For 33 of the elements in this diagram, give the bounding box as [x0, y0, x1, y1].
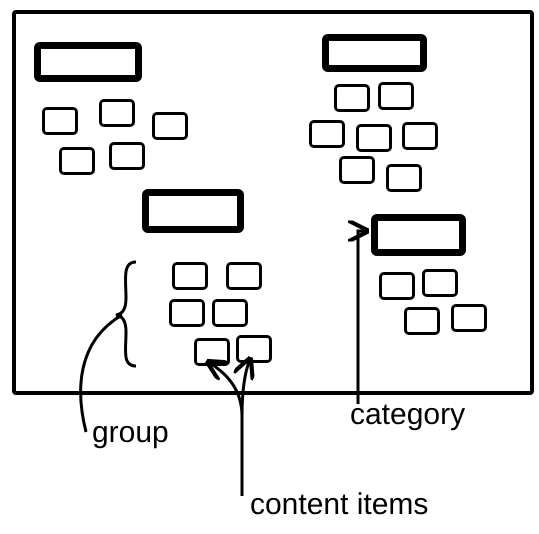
item-box — [99, 99, 135, 127]
category-box — [371, 214, 466, 256]
item-box — [404, 307, 440, 335]
item-box — [169, 299, 205, 327]
item-box — [172, 262, 208, 290]
item-box — [334, 84, 370, 112]
item-box — [109, 142, 145, 170]
leader-line — [79, 314, 123, 432]
handwritten-label: content items — [250, 490, 530, 534]
item-box — [42, 107, 78, 135]
item-box — [356, 124, 392, 152]
frame-box — [12, 10, 534, 395]
item-box — [386, 164, 422, 192]
item-box — [309, 120, 345, 148]
handwritten-label: category — [350, 400, 500, 448]
handwritten-label: group — [92, 418, 202, 462]
category-box — [34, 42, 142, 82]
item-box — [378, 82, 414, 110]
category-box — [142, 189, 244, 233]
item-box — [226, 262, 262, 290]
item-box — [194, 338, 230, 366]
leader-line — [232, 354, 256, 496]
item-box — [236, 335, 272, 363]
item-box — [59, 147, 95, 175]
item-box — [379, 272, 415, 300]
item-box — [339, 156, 375, 184]
item-box — [212, 299, 248, 327]
item-box — [402, 122, 438, 150]
category-box — [322, 34, 427, 72]
item-box — [422, 269, 458, 297]
leader-line — [346, 218, 372, 404]
item-box — [152, 112, 188, 140]
item-box — [451, 304, 487, 332]
